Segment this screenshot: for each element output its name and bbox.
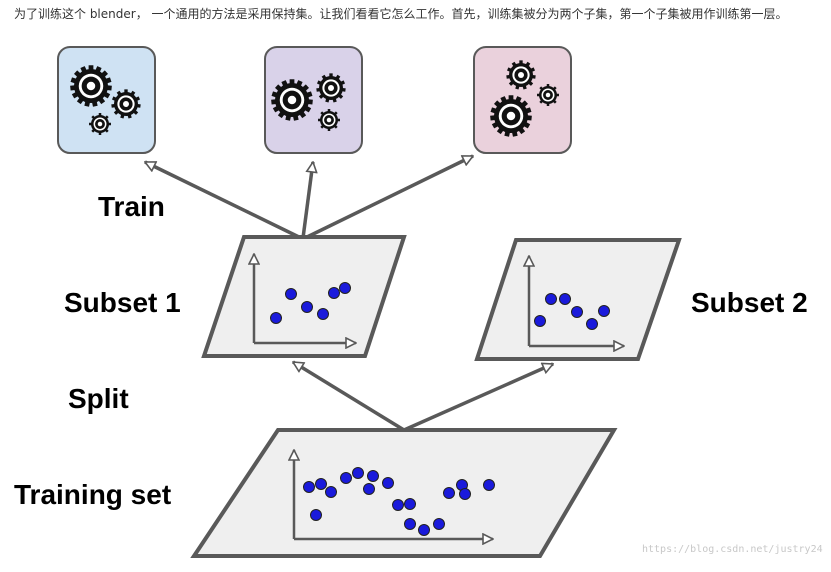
data-point: [363, 483, 375, 495]
data-point: [317, 308, 329, 320]
data-point: [433, 518, 445, 530]
data-point: [382, 477, 394, 489]
data-point: [339, 282, 351, 294]
data-point: [404, 518, 416, 530]
subset1-label: Subset 1: [64, 287, 181, 318]
split-arrow-2: [403, 362, 553, 432]
training-set-label: Training set: [14, 479, 171, 510]
data-point: [285, 288, 297, 300]
data-point: [310, 509, 322, 521]
intro-paragraph: 为了训练这个 blender， 一个通用的方法是采用保持集。让我们看看它怎么工作…: [14, 7, 788, 21]
gears-icon: [271, 73, 346, 131]
gears-icon: [490, 60, 559, 137]
data-point: [545, 293, 557, 305]
predictor-box-1: [57, 46, 156, 154]
split-arrow-1: [293, 360, 405, 432]
data-point: [340, 472, 352, 484]
train-label: Train: [98, 191, 165, 222]
predictor-box-2: [264, 46, 363, 154]
data-point: [586, 318, 598, 330]
train-arrow-3: [304, 154, 473, 240]
training-set-panel: [190, 428, 618, 558]
data-point: [328, 287, 340, 299]
data-point: [367, 470, 379, 482]
subset2-label: Subset 2: [691, 287, 808, 318]
train-arrow-2: [301, 162, 313, 239]
data-point: [443, 487, 455, 499]
split-label: Split: [68, 383, 129, 414]
data-point: [325, 486, 337, 498]
data-point: [270, 312, 282, 324]
data-point: [315, 478, 327, 490]
data-point: [301, 301, 313, 313]
data-point: [392, 499, 404, 511]
data-point: [404, 498, 416, 510]
data-point: [559, 293, 571, 305]
data-point: [534, 315, 546, 327]
subset1-panel: [201, 235, 407, 358]
watermark: https://blog.csdn.net/justry24: [642, 544, 823, 555]
data-point: [459, 488, 471, 500]
train-arrow-1: [145, 160, 302, 240]
data-point: [571, 306, 583, 318]
data-point: [598, 305, 610, 317]
data-point: [483, 479, 495, 491]
data-point: [303, 481, 315, 493]
data-point: [418, 524, 430, 536]
gears-icon: [70, 65, 141, 135]
data-point: [352, 467, 364, 479]
subset2-panel: [474, 238, 682, 361]
